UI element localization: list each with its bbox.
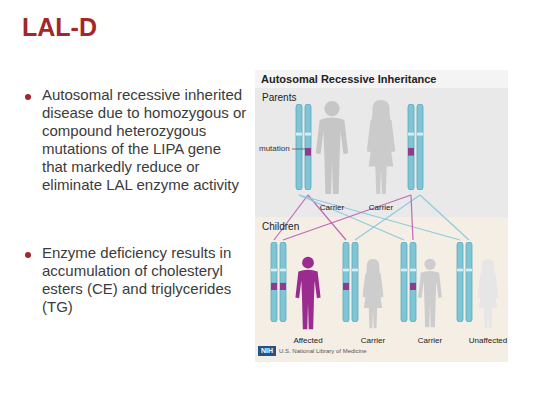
status-label: Unaffected [458,336,518,345]
bullet-text: Enzyme deficiency results in accumulatio… [42,244,247,316]
person-silhouette [478,259,499,328]
panel-heading: Parents [262,92,342,104]
chromosome [466,242,472,322]
children-panel: ChildrenAffectedCarrierCarrierUnaffected [255,217,508,362]
person-silhouette [418,259,442,328]
person-silhouette [295,257,320,330]
status-label: Carrier [356,203,406,212]
status-label: Carrier [343,336,403,345]
inheritance-line [299,195,404,240]
person-silhouette [316,101,348,194]
parent-figure: Carrier [290,100,352,195]
bullet-dot [25,252,31,258]
logo-text: NIH [258,347,276,355]
inheritance-line [411,195,413,240]
parent-figure: Carrier [358,100,428,195]
figure-title: Autosomal Recessive Inheritance [261,73,501,86]
person-silhouette [363,259,384,328]
chromosome [457,242,463,322]
child-figure: Carrier [338,240,390,332]
status-label: Carrier [400,336,460,345]
chromosome [343,242,349,322]
figure-title-strip [255,70,508,88]
callout-label: mutation [259,144,293,154]
status-label: Affected [278,336,338,345]
inheritance-line [355,195,420,240]
child-figure: Unaffected [452,240,505,332]
inheritance-line [299,195,460,240]
bullet-dot [25,94,31,100]
inheritance-line [308,195,346,240]
chromosome [417,104,423,190]
parents-panel: ParentsCarrierCarrier [255,88,508,217]
leader-line [292,149,305,150]
chromosome [408,104,414,190]
figure-panel: Autosomal Recessive InheritanceParentsCa… [255,70,508,362]
panel-heading: Children [262,221,342,233]
inheritance-line [420,195,469,240]
chromosome [305,104,311,190]
person-silhouette [367,100,396,194]
chromosome [352,242,358,322]
bullet-text: Autosomal recessive inherited disease du… [42,86,247,194]
chromosome [410,242,416,322]
chromosome [280,242,286,322]
child-figure: Affected [266,240,328,332]
child-figure: Carrier [396,240,445,332]
parents-panel-bg [255,88,508,217]
credit-text: U.S. National Library of Medicine [279,348,419,355]
status-label: Carrier [307,203,357,212]
slide-title: LAL-D [22,13,97,42]
inheritance-line [283,195,411,240]
chromosome [271,242,277,322]
logo-box [258,346,276,356]
chromosome [401,242,407,322]
chromosome [296,104,302,190]
inheritance-line [274,195,308,240]
